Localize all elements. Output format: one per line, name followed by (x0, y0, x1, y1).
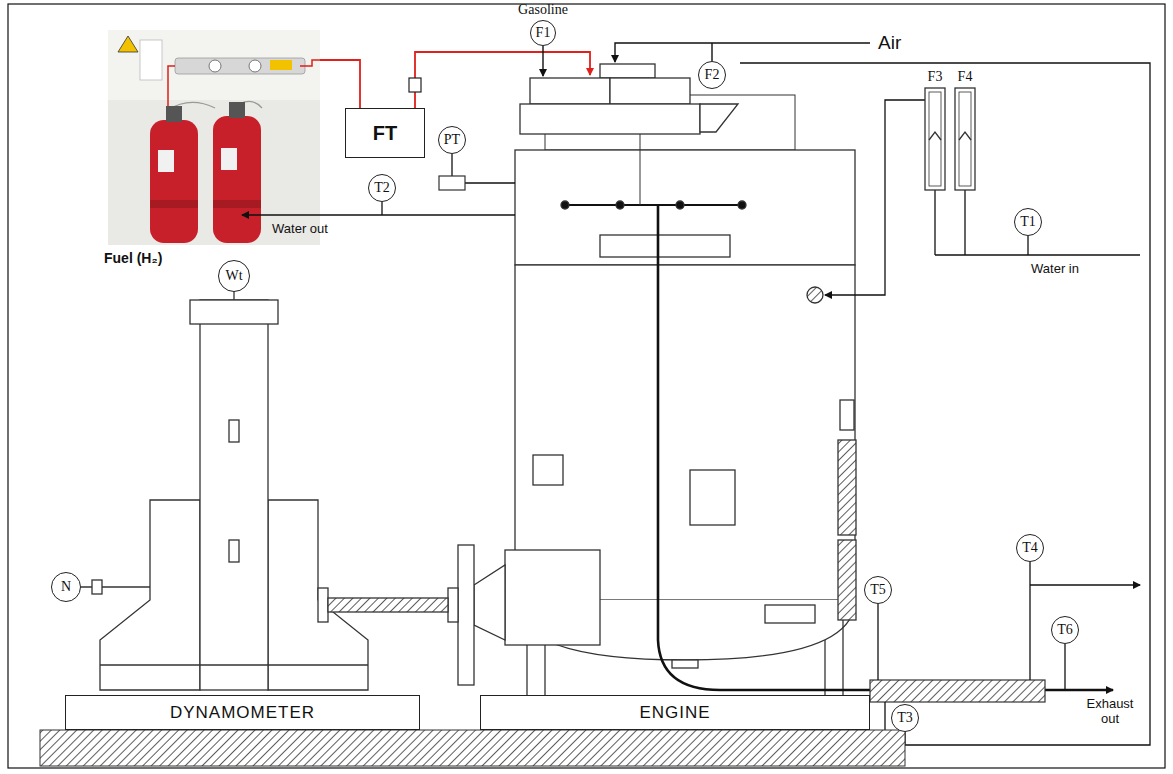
valve-symbol (409, 78, 421, 92)
fuel-label: Fuel (H₂) (104, 250, 162, 266)
fuel-label: Gasoline (518, 2, 568, 18)
air-label: Air (878, 32, 901, 54)
node-text: T6 (1057, 622, 1073, 638)
temperature-sensor: T3 (891, 704, 919, 732)
flow-meter: F2 (698, 61, 726, 89)
node-text: T4 (1022, 540, 1038, 556)
node-text: T1 (1020, 214, 1036, 230)
rotameter (925, 88, 975, 190)
temperature-sensor: T6 (1051, 616, 1079, 644)
flow-label: Water in (1031, 261, 1079, 277)
node-text: DYNAMOMETER (170, 703, 315, 723)
flow-label: Exhaust out (1079, 697, 1141, 727)
node-text: PT (444, 132, 460, 148)
node-text: F1 (536, 25, 551, 41)
node-text: T5 (870, 582, 886, 598)
flow-label: Water out (272, 221, 328, 237)
node-text: Wt (225, 268, 242, 284)
flow-transmitter-box: FT (345, 108, 425, 158)
base-box: DYNAMOMETER (65, 695, 420, 730)
temperature-sensor: T5 (864, 576, 892, 604)
fuel-label: Gasoline (518, 2, 568, 18)
flow-meter: F1 (530, 20, 556, 46)
base-box: ENGINE (480, 695, 870, 730)
ground-hatch (40, 730, 905, 766)
callout-number: F3 (928, 69, 943, 85)
flow-label: Water out (272, 222, 328, 237)
temperature-sensor: T1 (1014, 208, 1042, 236)
temperature-sensor: T2 (368, 174, 396, 202)
hydrogen-cylinder-photo (108, 30, 320, 245)
node-text: T2 (374, 180, 390, 196)
weight-gauge: Wt (218, 260, 250, 292)
node-text: ENGINE (639, 703, 710, 723)
air-label: Air (878, 32, 901, 54)
temperature-sensor: T4 (1016, 534, 1044, 562)
water-lines (242, 63, 1150, 745)
flow-label: Water in (1031, 262, 1079, 277)
callout-number: F4 (958, 69, 973, 85)
pressure-sensor (439, 176, 465, 190)
flow-label: Exhaust out (1079, 697, 1141, 727)
callout-number: F4 (958, 69, 973, 85)
node-text: N (61, 579, 71, 595)
dynamometer-drawing (81, 292, 458, 690)
node-text: FT (373, 122, 397, 145)
frame-border (8, 4, 1165, 768)
pressure-gauge: PT (438, 126, 466, 154)
callout-number: F3 (928, 69, 943, 85)
node-text: T3 (897, 710, 913, 726)
fuel-label: Fuel (H₂) (104, 250, 162, 266)
node-text: F2 (705, 67, 720, 83)
speed-sensor: N (51, 572, 81, 602)
heat-exchanger (870, 680, 1045, 702)
